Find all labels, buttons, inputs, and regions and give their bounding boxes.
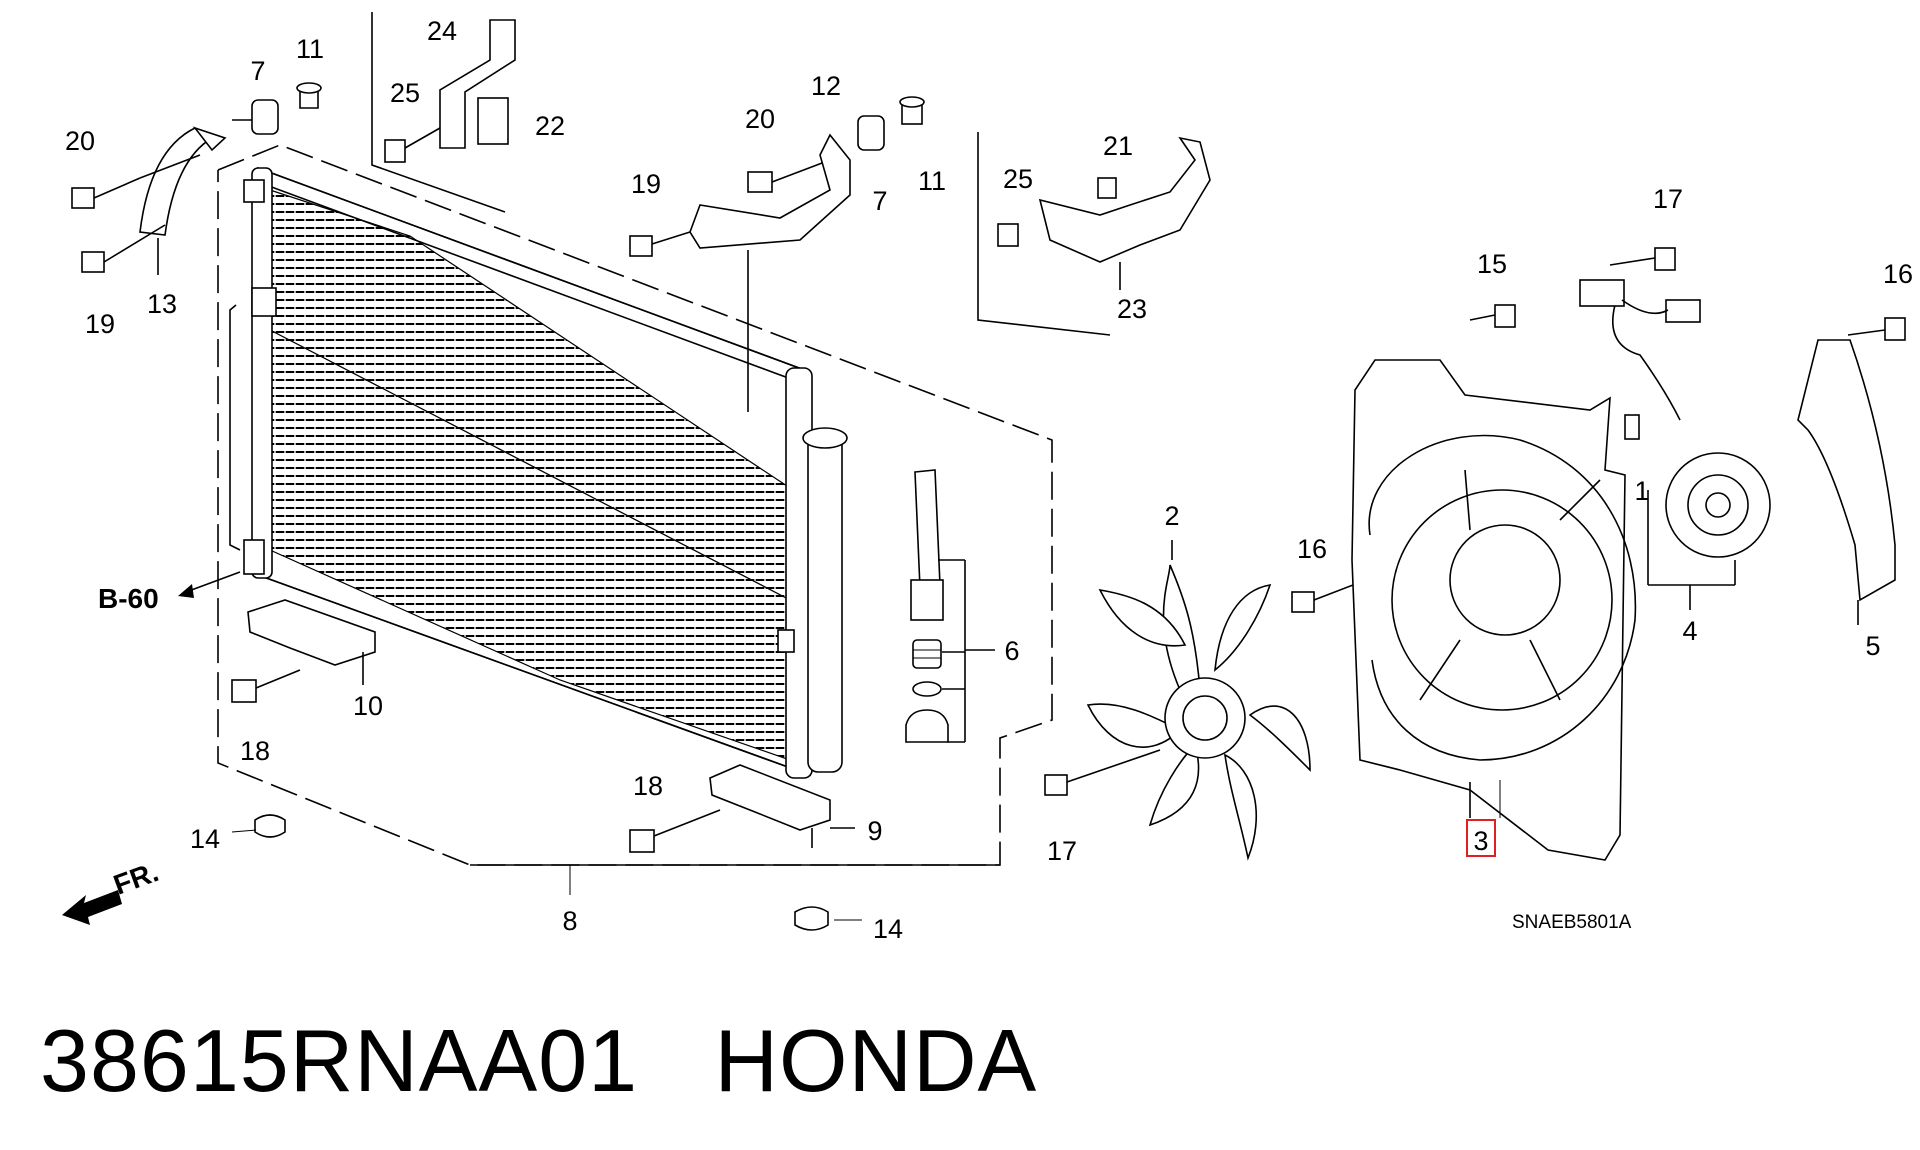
condenser [243, 166, 848, 779]
fan-shroud [1351, 359, 1637, 861]
callout-7a: 7 [250, 56, 265, 86]
highlight-box [1466, 819, 1496, 857]
callout-19a: 19 [85, 309, 115, 339]
fan-guard [1797, 339, 1896, 625]
callout-8: 8 [562, 906, 577, 936]
callout-3: 3 [1473, 826, 1488, 856]
callout-17b: 17 [1047, 836, 1077, 866]
callout-18b: 18 [633, 771, 663, 801]
upper-left-bracket [139, 126, 227, 275]
callout-11b: 11 [918, 166, 946, 196]
callout-2: 2 [1164, 501, 1179, 531]
callout-17a: 17 [1653, 184, 1683, 214]
condenser-assembly-boundary [217, 144, 1053, 866]
brand-name: HONDA [714, 1011, 1038, 1110]
callout-19b: 19 [631, 169, 661, 199]
callout-20a: 20 [65, 126, 95, 156]
callout-24: 24 [427, 16, 457, 46]
callout-14a: 14 [190, 824, 220, 854]
front-label: FR. [109, 856, 162, 901]
callout-10: 10 [353, 691, 383, 721]
callout-labels: 1 2 4 5 6 7 7 8 9 10 11 11 12 13 14 14 1… [65, 16, 1913, 944]
callout-23: 23 [1117, 294, 1147, 324]
callout-4: 4 [1682, 616, 1697, 646]
cooling-fan [1086, 540, 1311, 861]
callout-7b: 7 [872, 186, 887, 216]
callout-5: 5 [1865, 631, 1880, 661]
callout-6: 6 [1004, 636, 1019, 666]
callout-12: 12 [811, 71, 841, 101]
callout-13: 13 [147, 289, 177, 319]
callout-16b: 16 [1883, 259, 1913, 289]
fan-motor [1579, 279, 1771, 610]
callout-16a: 16 [1297, 534, 1327, 564]
callout-22: 22 [535, 111, 565, 141]
diagram-code: SNAEB5801A [1512, 912, 1632, 933]
callout-18a: 18 [240, 736, 270, 766]
callout-20b: 20 [745, 104, 775, 134]
callout-25a: 25 [390, 78, 420, 108]
leader-lines [231, 780, 1501, 921]
fasteners [71, 19, 1906, 931]
part-number: 38615RNAA01 [40, 1011, 639, 1110]
part-caption: 38615RNAA01 HONDA [40, 1010, 1037, 1112]
callout-11a: 11 [296, 34, 324, 64]
upper-middle-bracket [689, 133, 851, 412]
parts-diagram: 1 2 4 5 6 7 7 8 9 10 11 11 12 13 14 14 1… [62, 12, 1913, 944]
callout-9: 9 [867, 816, 882, 846]
callout-21: 21 [1103, 131, 1133, 161]
b60-reference-arrow [178, 571, 241, 598]
callout-14b: 14 [873, 914, 903, 944]
lower-brackets [247, 599, 855, 848]
callout-15: 15 [1477, 249, 1507, 279]
upper-right-bracket [1038, 136, 1211, 290]
receiver-drier-kit [905, 469, 995, 743]
reference-label: B-60 [98, 583, 159, 614]
callout-25b: 25 [1003, 164, 1033, 194]
callout-1: 1 [1634, 476, 1649, 506]
front-arrow [62, 890, 122, 925]
